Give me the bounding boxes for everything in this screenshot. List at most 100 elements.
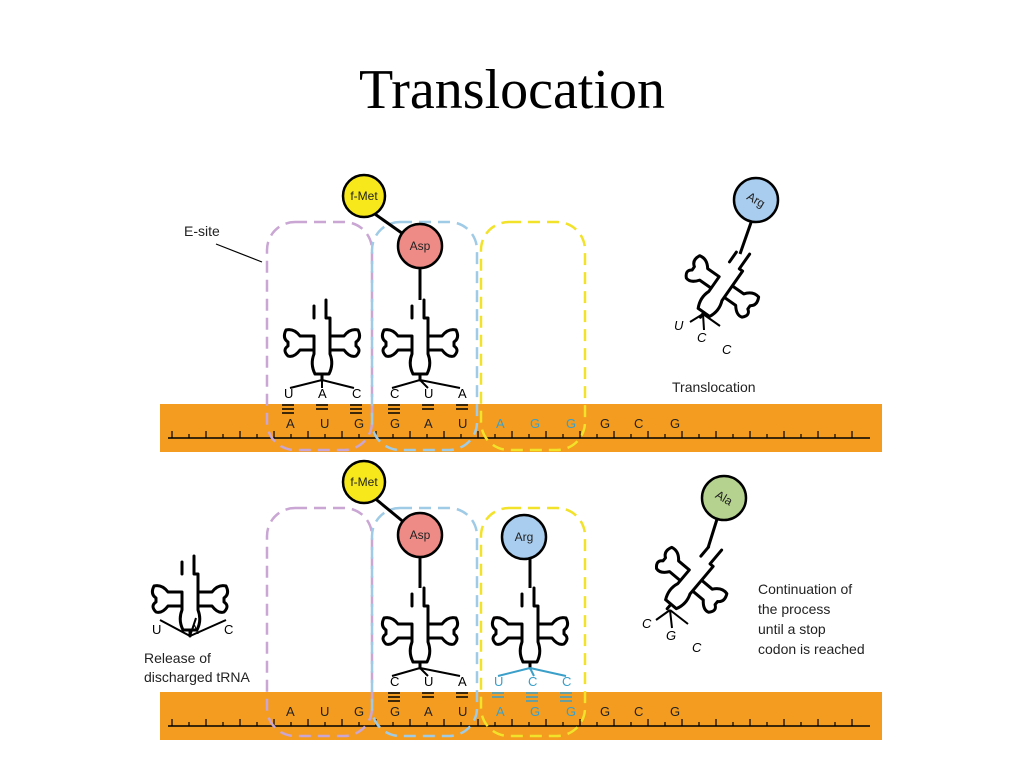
mrna-backbone-bottom [168,719,870,727]
mrna-base: A [286,704,295,719]
asp-label-top: Asp [410,239,431,253]
mrna-base: G [354,704,364,719]
continuation-line: codon is reached [758,641,865,657]
mrna-base: A [496,416,505,431]
arg-label-bottom: Arg [515,530,534,544]
base-pairs-top [282,404,468,414]
incoming-trna-ala [636,521,749,635]
continuation-line: Continuation of [758,581,852,597]
release-label-line1: Release of [144,650,211,666]
anticodon-base: A [190,622,199,637]
anticodon-base: U [494,674,503,689]
anticodon-legs-incoming-arg [689,313,721,331]
mrna-base: C [634,704,643,719]
anticodon-legs-released [159,617,227,637]
anticodon-base: G [666,628,676,643]
anticodon-legs-bottom-p [391,667,461,677]
continuation-label: Continuation of the process until a stop… [758,581,865,657]
mrna-base: U [458,704,467,719]
anticodon-base: C [390,386,399,401]
e-site-box-top [265,220,374,452]
mrna-base: G [600,416,610,431]
anticodon-base: C [390,674,399,689]
anticodon-base: A [458,386,467,401]
slide-title: Translocation [359,59,665,121]
anticodon-base: C [528,674,537,689]
anticodon-bottom-a: U C C [494,674,571,689]
mrna-base: G [390,704,400,719]
mrna-base: G [390,416,400,431]
anticodon-base: C [352,386,361,401]
p-site-box-bottom [370,506,479,738]
peptide-bond-top [371,210,407,238]
arg-circle-bottom [500,513,548,561]
anticodon-base: U [424,674,433,689]
a-site-box-bottom [479,506,587,738]
e-site-box-bottom [265,506,374,738]
anticodon-base: C [642,616,652,631]
anticodon-legs-top-e [289,379,355,389]
trna-p-site-bottom [380,586,460,670]
anticodon-base: A [458,674,467,689]
anticodon-incoming-arg: U C C [674,318,732,357]
anticodon-released: U A C [152,622,233,637]
mrna-base: G [600,704,610,719]
mrna-base: C [634,416,643,431]
ala-circle-incoming [700,474,748,522]
a-site-box-top [479,220,587,452]
mrna-base: A [424,704,433,719]
asp-label-bottom: Asp [410,528,431,542]
asp-circle-bottom [396,511,444,559]
mrna-base: A [496,704,505,719]
mrna-base: A [286,416,295,431]
trna-p-site-top [380,298,460,382]
mrna-base: G [566,416,576,431]
anticodon-incoming-ala: C G C [642,616,702,655]
release-label-line2: discharged tRNA [144,669,250,685]
anticodon-base: A [318,386,327,401]
anticodon-base: U [424,386,433,401]
asp-circle-top [396,222,444,270]
fmet-label-bottom: f-Met [350,475,378,489]
mrna-strand-bottom [160,692,882,740]
fmet-label-top: f-Met [350,189,378,203]
ala-stem-incoming [706,515,720,549]
anticodon-base: C [224,622,233,637]
anticodon-top-e: U A C [284,386,361,401]
mrna-base: A [424,416,433,431]
peptide-bond-bottom [371,494,407,526]
fmet-circle-top [341,173,387,219]
fmet-circle-bottom [341,459,387,505]
anticodon-base: C [562,674,571,689]
mrna-base: G [566,704,576,719]
mrna-backbone-top [168,431,870,439]
e-site-pointer [215,243,263,263]
continuation-line: the process [758,601,830,617]
anticodon-base: U [152,622,161,637]
mrna-base: U [320,416,329,431]
anticodon-base: U [284,386,293,401]
p-site-box-top [370,220,479,452]
anticodon-bottom-p: C U A [390,674,467,689]
mrna-base: G [530,704,540,719]
anticodon-base: C [692,640,702,655]
anticodon-legs-incoming-ala [655,609,689,629]
continuation-line: until a stop [758,621,826,637]
e-site-label: E-site [184,223,220,239]
anticodon-base: C [697,330,707,345]
anticodon-base: U [674,318,684,333]
base-pairs-bottom [388,692,468,702]
mrna-strand-top [160,404,882,452]
anticodon-top-p: C U A [390,386,467,401]
base-pairs-bottom-new [492,692,572,702]
mrna-base: U [320,704,329,719]
incoming-trna-arg [668,228,779,341]
anticodon-base: C [722,342,732,357]
mrna-base: G [670,704,680,719]
mrna-base: G [670,416,680,431]
trna-e-site-top [282,298,362,382]
trna-a-site-bottom [490,586,570,670]
